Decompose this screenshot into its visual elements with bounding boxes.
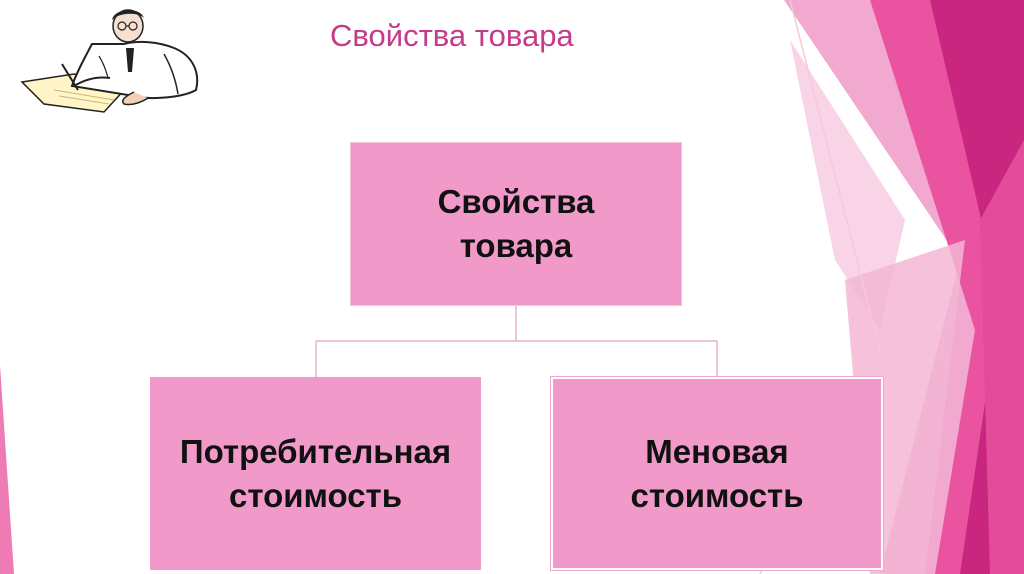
root-node-line1: Свойства [437, 183, 595, 220]
root-node-line2: товара [459, 227, 573, 264]
right-facet-edge [980, 140, 1024, 574]
child-node-line2: стоимость [228, 476, 403, 514]
root-node-box: Свойства товара [350, 142, 682, 306]
man-writing-icon [20, 9, 199, 113]
child-node-exchange-value: Меновая стоимость [551, 377, 883, 570]
slide-title: Свойства товара [330, 18, 574, 53]
child-node-use-value: Потребительная стоимость [150, 377, 481, 570]
child-node-line2: стоимость [630, 476, 804, 514]
child-node-line1: Меновая [645, 432, 789, 470]
child-node-line1: Потребительная [179, 432, 452, 470]
left-edge-ribbon [0, 365, 14, 574]
